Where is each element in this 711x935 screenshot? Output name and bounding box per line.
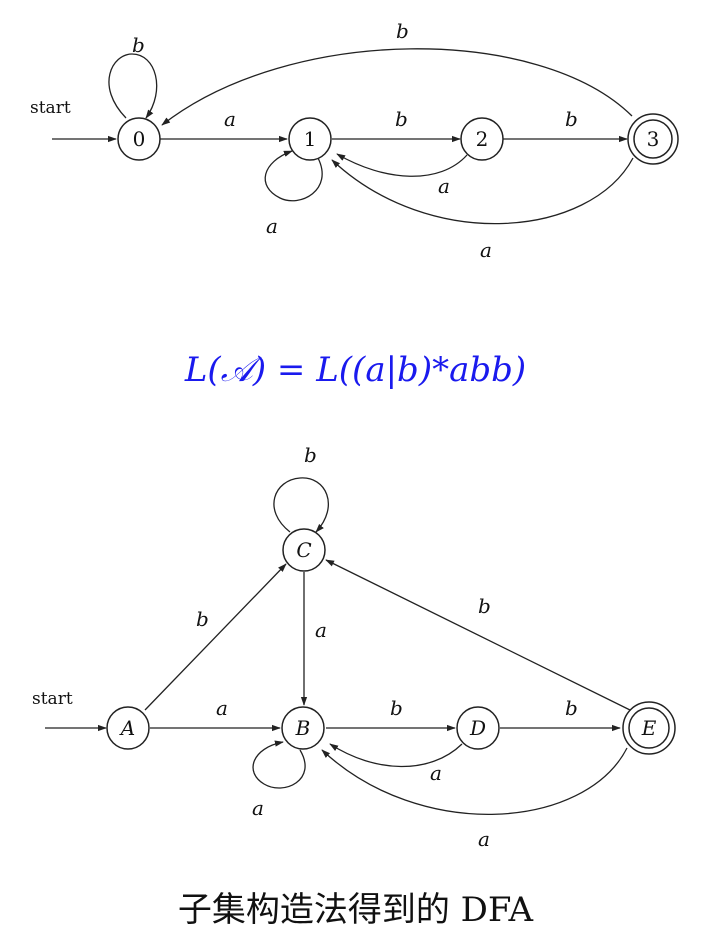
nfa-state-2-label: 2: [476, 127, 489, 151]
nfa-start-label: start: [30, 98, 71, 118]
dfa-state-E-accepting: E: [622, 701, 676, 755]
dfa-edge-loop-B: [252, 740, 306, 789]
nfa-edge-loop-1: [264, 150, 323, 202]
dfa-state-D: D: [456, 706, 500, 750]
dfa-edge-label-loop-C: b: [304, 443, 317, 467]
nfa-edge-label-loop-1: a: [266, 214, 278, 238]
nfa-diagram: start b a a b b a a b 0 1: [30, 19, 679, 262]
nfa-edge-3-1: [331, 157, 634, 225]
dfa-edge-E-C: [325, 559, 631, 711]
nfa-edge-label-3-1: a: [480, 238, 492, 262]
nfa-state-2: 2: [460, 117, 504, 161]
dfa-edge-label-D-E: b: [565, 696, 578, 720]
nfa-edge-label-2-3: b: [565, 107, 578, 131]
nfa-state-1-label: 1: [304, 127, 317, 151]
nfa-edge-label-2-1: a: [438, 174, 450, 198]
dfa-edge-label-C-B: a: [315, 618, 327, 642]
dfa-state-D-label: D: [469, 716, 486, 740]
nfa-edge-label-3-0: b: [396, 19, 409, 43]
dfa-edge-D-B: [329, 743, 463, 768]
dfa-edge-label-E-B: a: [478, 827, 490, 851]
figure-caption: 子集构造法得到的 DFA: [177, 890, 534, 930]
nfa-edge-2-1: [336, 153, 468, 177]
dfa-edge-label-E-C: b: [478, 594, 491, 618]
nfa-edge-label-0-1: a: [224, 107, 236, 131]
dfa-edge-E-B: [321, 747, 628, 815]
dfa-edge-label-loop-B: a: [252, 796, 264, 820]
dfa-edge-label-B-D: b: [390, 696, 403, 720]
nfa-state-0-label: 0: [133, 127, 146, 151]
dfa-state-B-label: B: [295, 716, 311, 740]
nfa-edge-label-loop-0: b: [132, 33, 145, 57]
dfa-state-C-label: C: [296, 538, 311, 562]
nfa-edge-loop-0: [108, 53, 158, 119]
nfa-state-3-label: 3: [647, 127, 660, 151]
nfa-state-3-accepting: 3: [627, 113, 679, 165]
nfa-edge-3-0: [161, 48, 633, 126]
dfa-start-label: start: [32, 689, 73, 709]
language-formula: L(𝒜) = L((a|b)*abb): [184, 350, 527, 390]
dfa-diagram: start b b a b a a b b a a: [32, 443, 676, 851]
dfa-edge-loop-C: [273, 477, 329, 533]
dfa-edge-A-C: [144, 563, 287, 711]
dfa-state-A-label: A: [119, 716, 135, 740]
dfa-state-B: B: [281, 706, 325, 750]
nfa-state-1: 1: [288, 117, 332, 161]
dfa-state-A: A: [106, 706, 150, 750]
nfa-edge-label-1-2: b: [395, 107, 408, 131]
dfa-edge-label-D-B: a: [430, 761, 442, 785]
dfa-edge-label-A-C: b: [196, 607, 209, 631]
dfa-state-C: C: [282, 528, 326, 572]
dfa-edge-label-A-B: a: [216, 696, 228, 720]
nfa-state-0: 0: [117, 117, 161, 161]
dfa-state-E-label: E: [641, 716, 657, 740]
